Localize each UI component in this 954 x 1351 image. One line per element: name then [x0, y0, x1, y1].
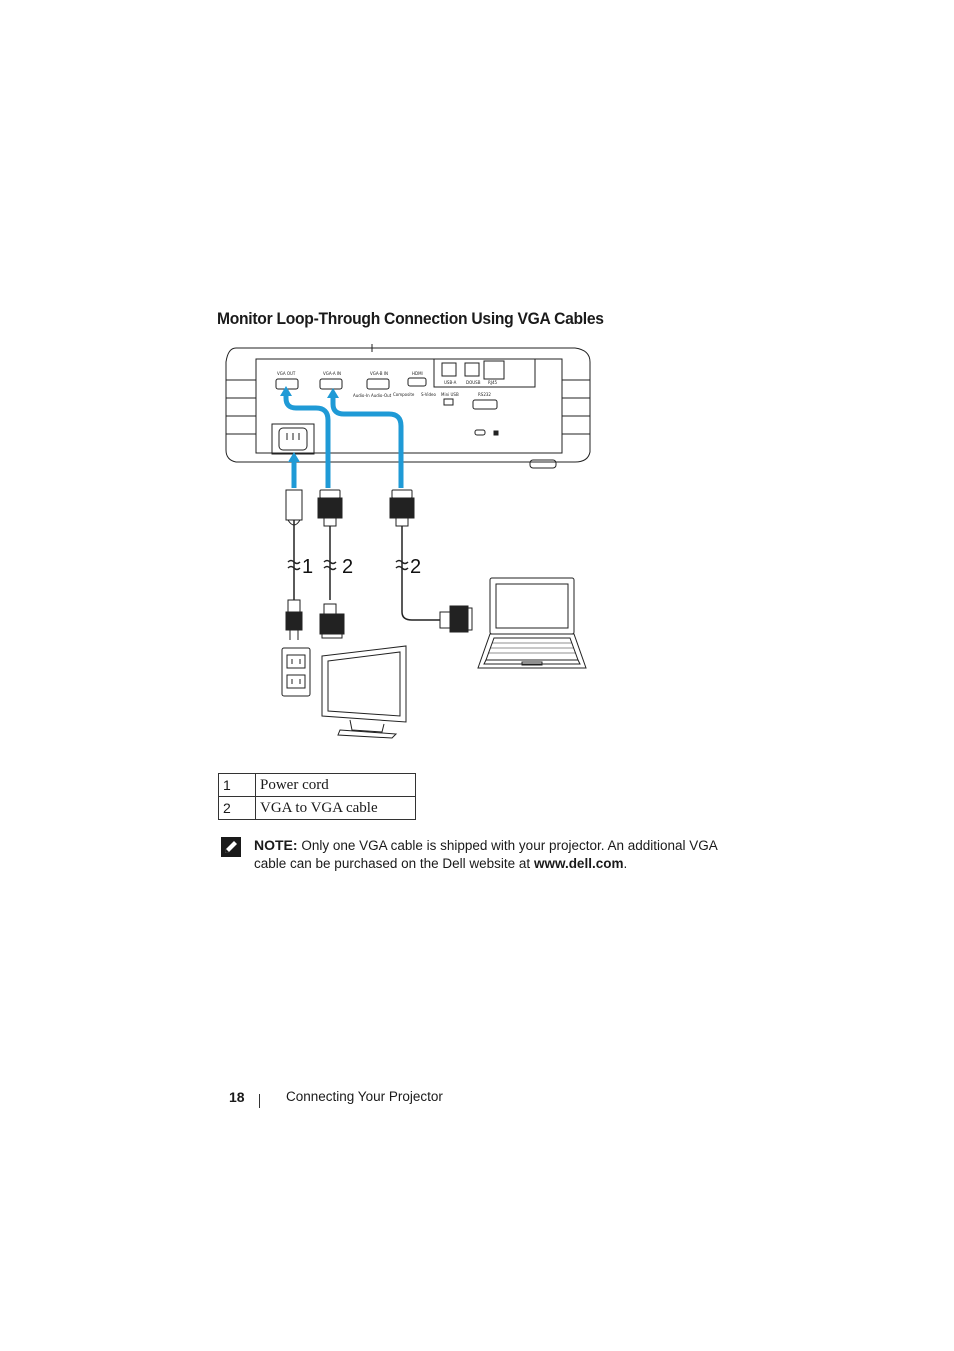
label-hdmi: HDMI — [412, 371, 423, 376]
note-text: Only one VGA cable is shipped with your … — [254, 838, 718, 871]
legend-row: 1 Power cord — [218, 773, 416, 797]
footer-section-title: Connecting Your Projector — [286, 1089, 443, 1104]
monitor-illustration — [321, 645, 407, 739]
power-plug-wall — [285, 599, 303, 640]
label-audio-in: Audio-In — [353, 393, 370, 398]
label-rs232: RS232 — [478, 392, 491, 397]
label-s-video: S-Video — [421, 392, 437, 397]
vga-connector-monitor-bottom — [319, 603, 345, 639]
dell-website-link[interactable]: www.dell.com — [533, 856, 624, 871]
page-number: 18 — [229, 1089, 245, 1105]
arrow-heads — [280, 386, 339, 462]
legend-number: 2 — [218, 796, 256, 820]
legend-number: 1 — [218, 773, 256, 797]
port-labels: VGA OUT VGA-A IN VGA-B IN HDMI USB-A DOU… — [277, 371, 498, 398]
power-plug-iec — [285, 489, 303, 600]
projector-rear-panel — [225, 344, 591, 469]
pencil-note-icon — [221, 837, 241, 857]
vga-connector-monitor-top — [317, 489, 343, 600]
vga-cables — [283, 392, 404, 488]
note-label: NOTE: — [254, 837, 298, 853]
label-dousb: DOUSB — [466, 380, 481, 385]
note-text-end: . — [623, 856, 628, 871]
label-vga-out: VGA OUT — [277, 371, 296, 376]
label-vga-a-in: VGA-A IN — [323, 371, 341, 376]
vga-connector-laptop-top — [389, 489, 440, 621]
callout-1: 1 — [302, 556, 313, 578]
wall-outlet — [281, 647, 311, 697]
label-rj45: RJ45 — [488, 380, 498, 385]
note-block: NOTE: Only one VGA cable is shipped with… — [254, 836, 724, 873]
footer-divider — [259, 1094, 260, 1108]
legend-text: VGA to VGA cable — [255, 796, 416, 820]
page-heading: Monitor Loop-Through Connection Using VG… — [217, 309, 604, 328]
callout-2-monitor: 2 — [342, 556, 353, 578]
laptop-illustration — [477, 577, 587, 669]
label-vga-b-in: VGA-B IN — [370, 371, 388, 376]
label-mini-usb: Mini USB — [441, 392, 459, 397]
label-composite: Composite — [393, 392, 415, 397]
callout-2-laptop: 2 — [410, 556, 421, 578]
legend-text: Power cord — [255, 773, 416, 797]
vga-connector-laptop-side — [439, 605, 473, 633]
legend-table: 1 Power cord 2 VGA to VGA cable — [218, 773, 416, 820]
label-usb-a: USB-A — [444, 380, 457, 385]
label-audio-out: Audio-Out — [371, 393, 392, 398]
cable-break-symbols — [287, 559, 409, 571]
legend-row: 2 VGA to VGA cable — [218, 796, 416, 820]
